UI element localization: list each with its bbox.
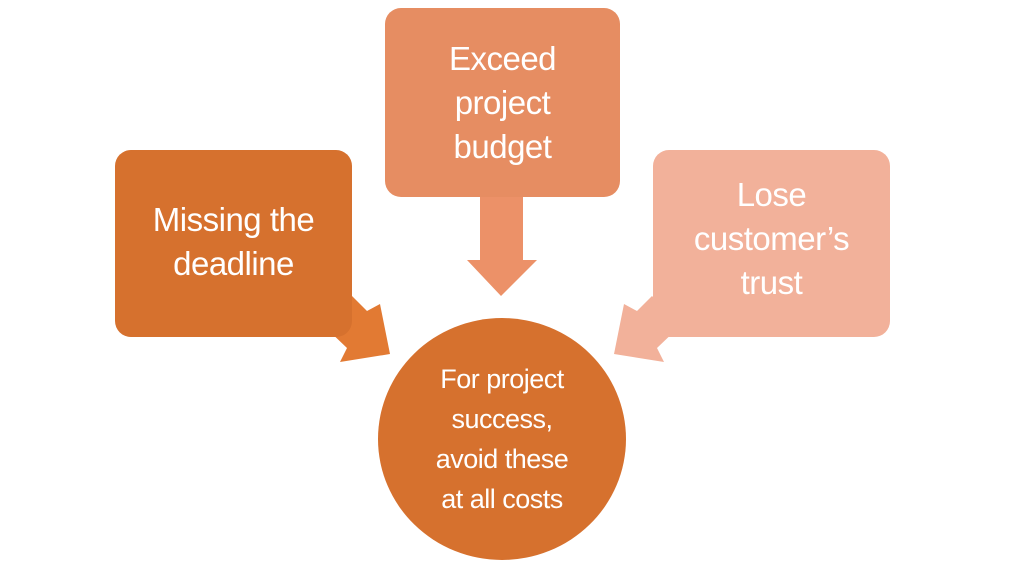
cause-box-lose-trust: Lose customer’s trust <box>653 150 890 337</box>
cause-label: Lose customer’s trust <box>693 176 850 301</box>
cause-label: Missing the deadline <box>152 201 315 282</box>
cause-box-exceed-budget: Exceed project budget <box>385 8 620 197</box>
arrow-top-to-center <box>467 197 537 296</box>
center-label: For project success, avoid these at all … <box>435 364 569 514</box>
cause-label: Exceed project budget <box>448 39 557 165</box>
center-circle: For project success, avoid these at all … <box>378 318 626 560</box>
cause-box-missing-deadline: Missing the deadline <box>115 150 352 337</box>
